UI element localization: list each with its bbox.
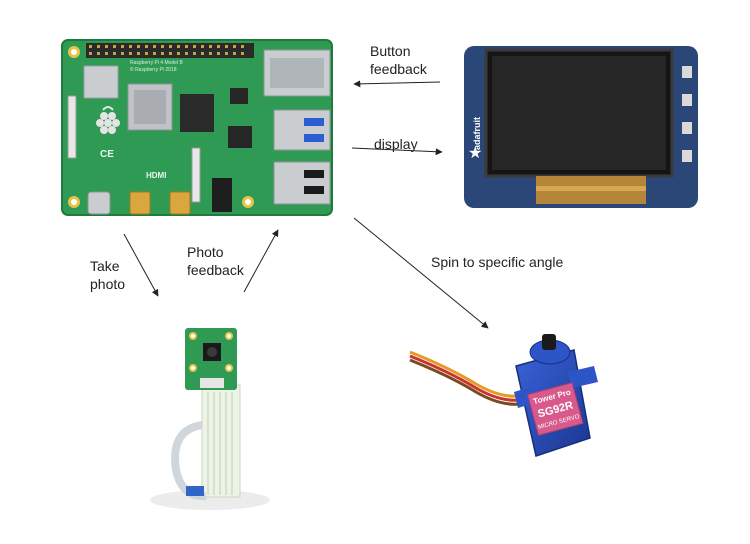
servo-wire-orange	[409, 350, 521, 398]
servo-wire-red	[409, 354, 521, 402]
label-take-photo-line1: Take	[90, 258, 120, 274]
label-display: display	[374, 135, 418, 153]
board-model-text: Raspberry Pi 4 Model B	[130, 60, 183, 66]
wifi-module	[83, 65, 119, 99]
arrow-display	[351, 147, 443, 156]
label-spin-line1: Spin to specific angle	[431, 254, 564, 270]
label-button-feedback-line1: Button	[370, 43, 411, 59]
ram-chip	[180, 94, 214, 132]
label-photo-feedback-line1: Photo	[187, 244, 224, 260]
servo-horn	[542, 334, 556, 350]
usb2-port	[273, 161, 331, 205]
label-display-line1: display	[374, 136, 418, 152]
label-button-feedback: Button feedback	[370, 42, 427, 78]
ce-mark: CE	[100, 149, 114, 160]
csi-connector	[191, 147, 201, 203]
dsi-connector	[67, 95, 77, 159]
ribbon-blue-tab	[186, 486, 204, 496]
label-photo-feedback-line2: feedback	[187, 262, 244, 278]
tft-display: ★ adafruit	[464, 46, 698, 208]
arrow-photo-feedback	[243, 229, 279, 293]
servo-motor: Tower Pro SG92R MICRO SERVO	[409, 334, 598, 457]
display-button-1	[682, 66, 692, 78]
camera-module	[150, 328, 270, 510]
label-spin: Spin to specific angle	[431, 253, 563, 271]
arrow-take-photo	[123, 233, 159, 297]
camera-ribbon-fold	[171, 421, 207, 501]
micro-hdmi-port-0	[129, 191, 151, 215]
label-take-photo-line2: photo	[90, 276, 126, 292]
label-button-feedback-line2: feedback	[370, 61, 427, 77]
arrow-spin	[353, 217, 489, 329]
usb3-port	[273, 109, 331, 151]
star-icon: ★	[468, 143, 482, 162]
servo-label	[526, 382, 584, 436]
raspberry-pi-board: Raspberry Pi 4 Model B © Raspberry Pi 20…	[61, 39, 333, 216]
display-button-3	[682, 122, 692, 134]
raspberry-logo	[96, 106, 120, 134]
board-copyright-text: © Raspberry Pi 2018	[130, 66, 177, 73]
label-photo-feedback: Photo feedback	[187, 243, 244, 279]
ethernet-controller-chip	[230, 88, 248, 104]
servo-wire-brown	[409, 358, 521, 406]
label-take-photo: Take photo	[90, 257, 125, 293]
usb-c-port	[87, 191, 111, 215]
usb-controller-chip	[228, 126, 252, 148]
display-button-2	[682, 94, 692, 106]
gpio-header	[86, 43, 254, 58]
micro-hdmi-port-1	[169, 191, 191, 215]
hdmi-label: HDMI	[146, 171, 166, 180]
display-button-4	[682, 150, 692, 162]
connection-arrows	[123, 80, 489, 329]
arrow-button-feedback	[353, 80, 441, 88]
audio-jack	[212, 178, 232, 212]
display-brand-text: adafruit	[472, 117, 482, 150]
